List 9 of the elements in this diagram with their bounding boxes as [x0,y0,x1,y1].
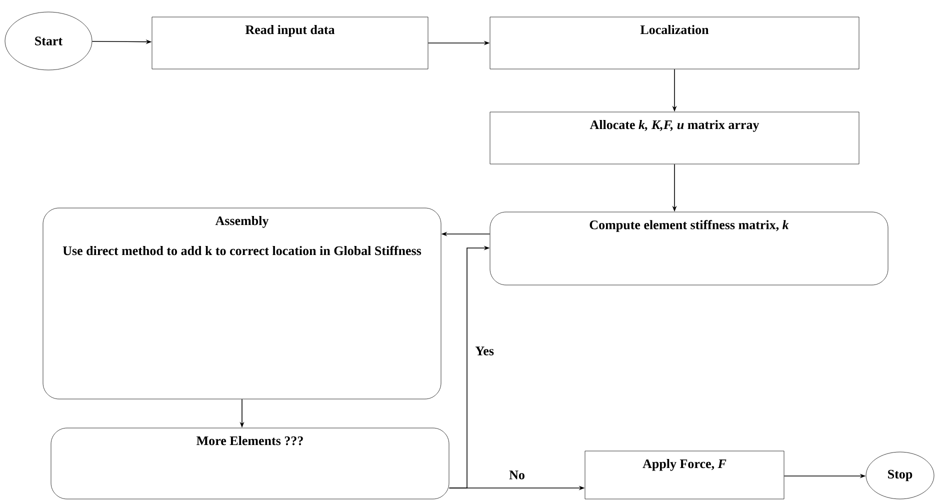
process-box: Apply Force, F [584,450,784,500]
process-box: Localization [490,16,860,70]
edge-label: Yes [474,346,495,356]
edge-label: No [508,470,526,480]
process-box: Allocate k, K,F, u matrix array [490,112,860,164]
rounded-box: Compute element stiffness matrix, k [490,212,888,286]
rounded-box: More Elements ??? [50,428,450,500]
process-box: Read input data [152,16,428,70]
rounded-box: Assembly Use direct method to add k to correct location in Global Stiffness [42,208,442,400]
